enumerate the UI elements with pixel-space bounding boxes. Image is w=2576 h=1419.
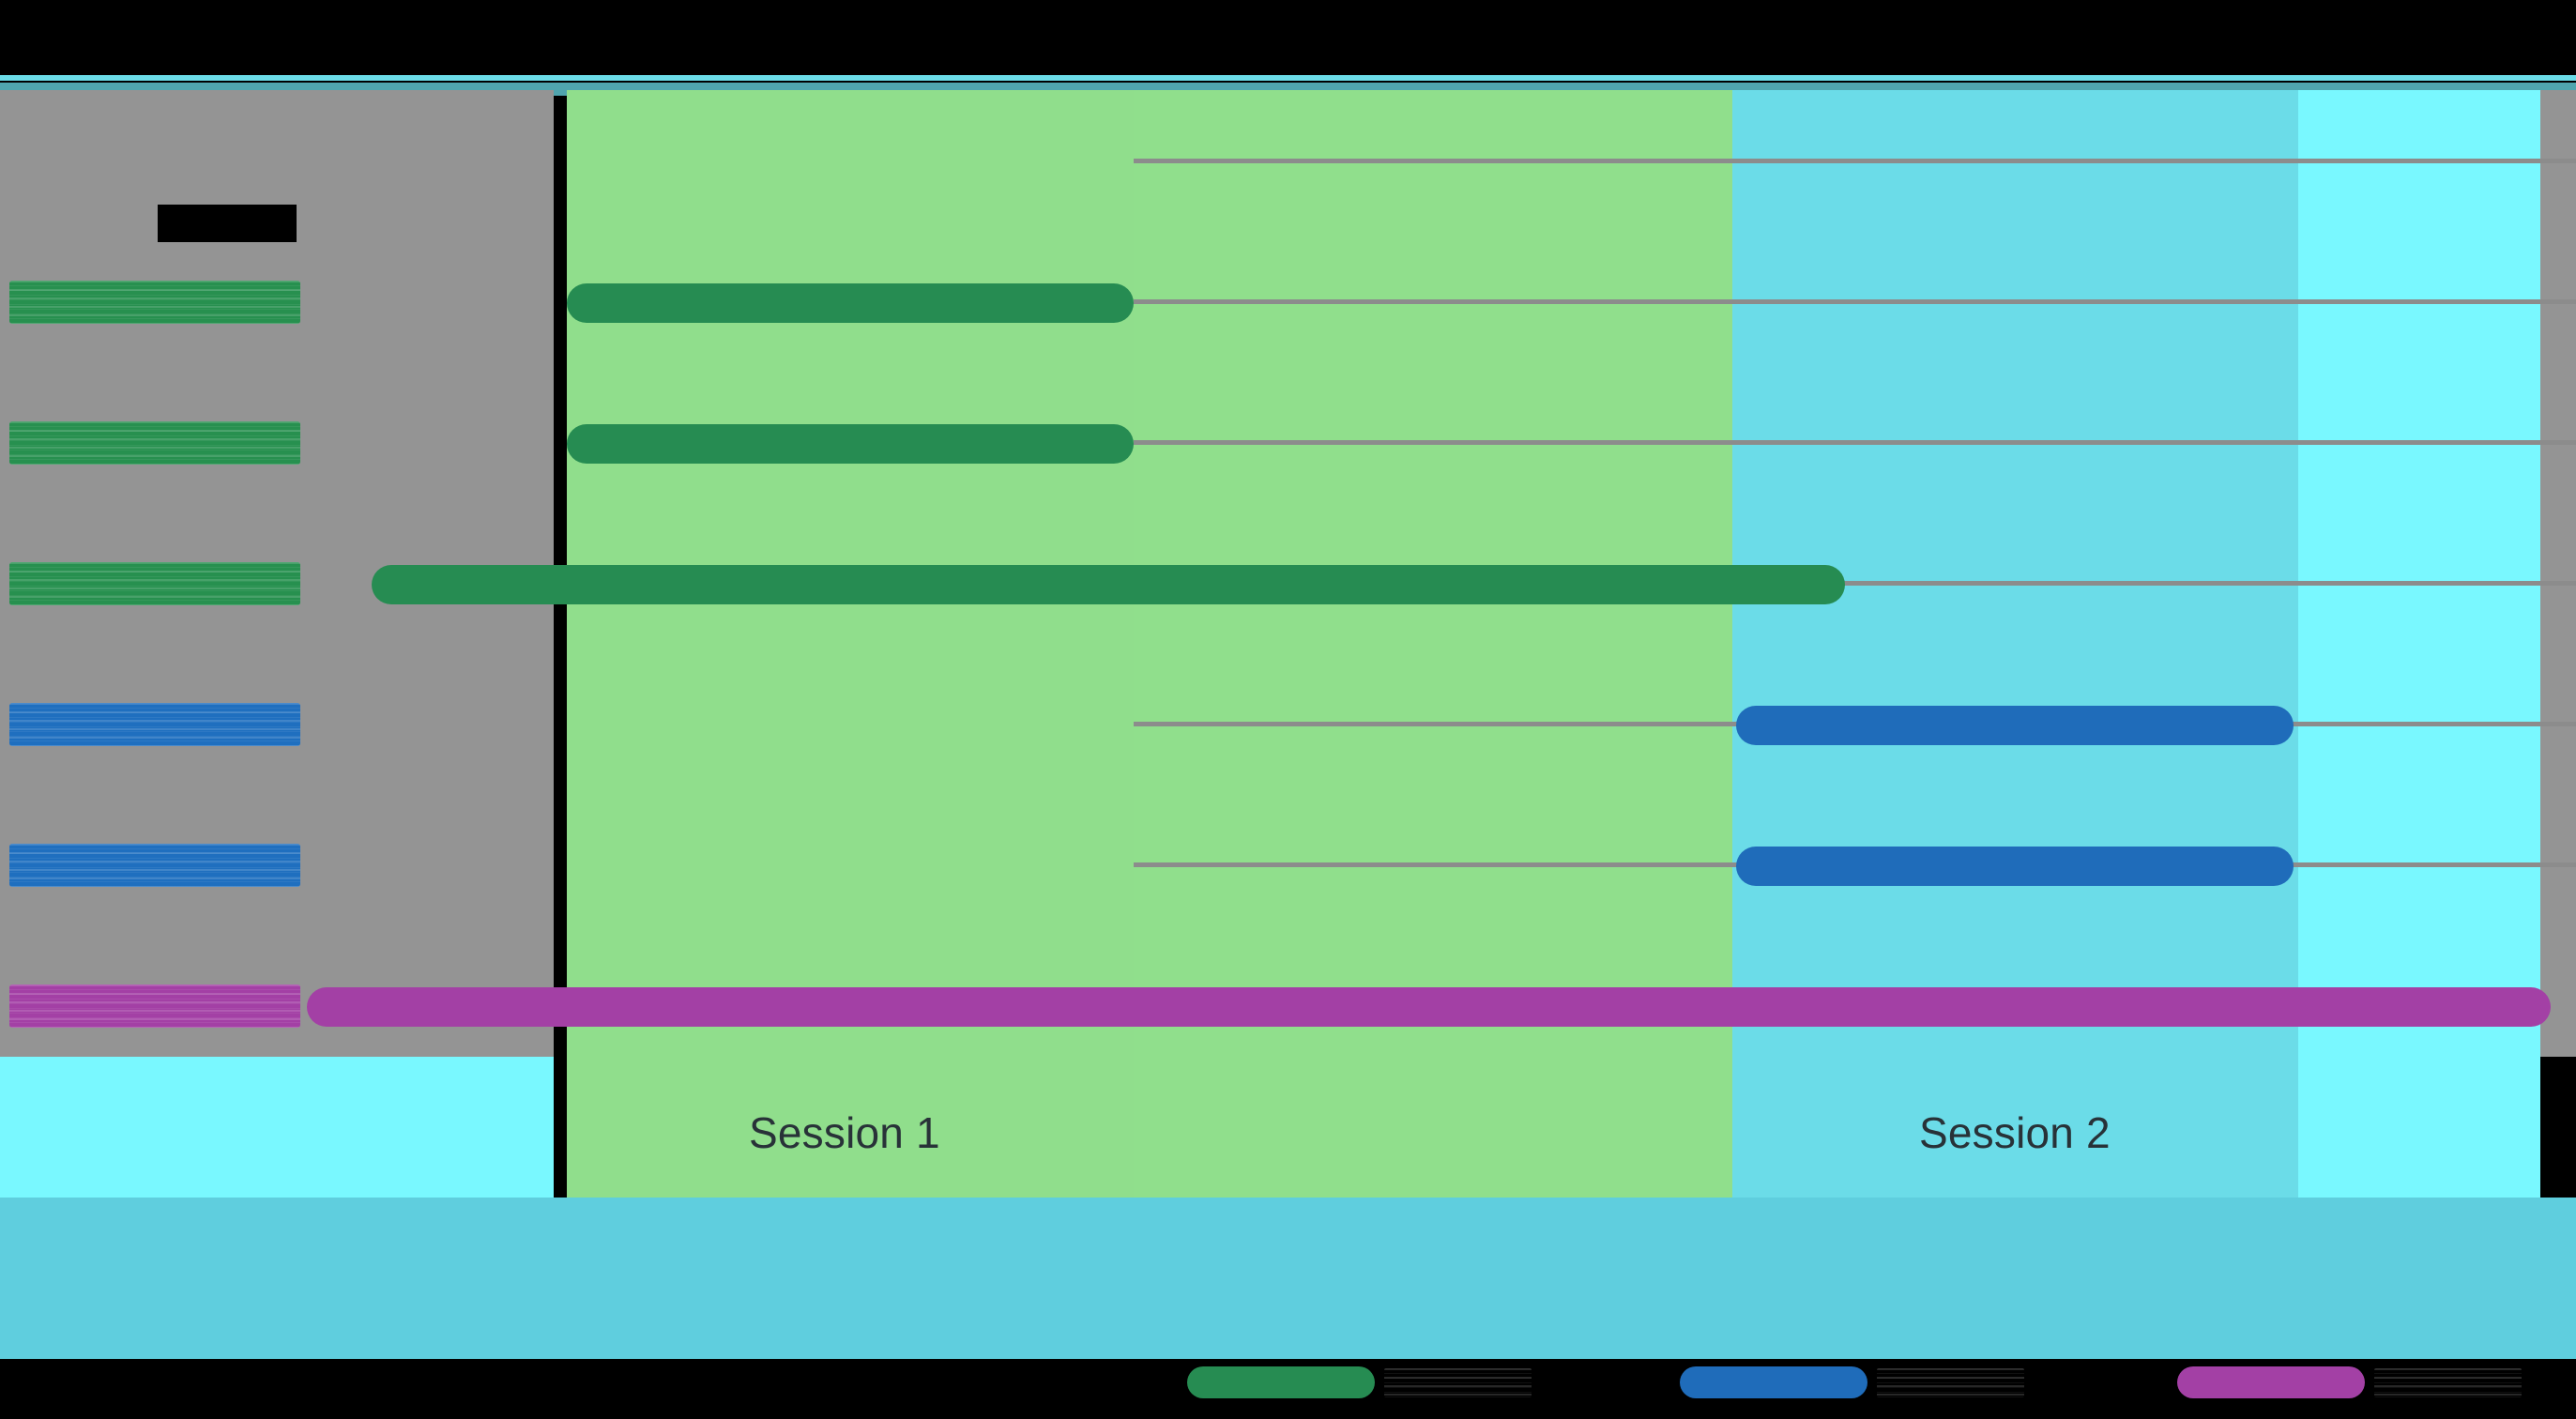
gantt-bar-2[interactable] [567,424,1134,464]
session-band-1-label: Session 1 [749,1108,940,1157]
table-row[interactable]: [REDACTED] [0,935,2576,1076]
row-label-2: [REDACTED] [9,421,300,465]
table-row[interactable]: [REDACTED] [0,512,2576,653]
legend: [REDACTED] [REDACTED] [REDACTED] [0,1359,2576,1419]
table-row[interactable]: [REDACTED] [0,372,2576,512]
legend-swatch-icon [1680,1366,1867,1398]
table-row[interactable]: [REDACTED] [0,653,2576,794]
row-label-5: [REDACTED] [9,844,300,887]
legend-swatch-icon [2177,1366,2365,1398]
legend-label: [REDACTED] [1384,1368,1532,1397]
row-baseline [1134,299,2576,304]
bottom-panel [0,1198,2576,1385]
gantt-bar-4[interactable] [1736,706,2294,745]
row-label-1: [REDACTED] [9,281,300,324]
row-label-gutter-footer [0,1057,554,1198]
page-title: [REDACTED] [158,205,249,221]
plot-area: [REDACTED] [REDACTED] [REDACTED] [R [0,90,2576,1198]
gantt-bar-6[interactable] [307,987,2551,1027]
legend-label: [REDACTED] [2374,1368,2523,1397]
gantt-bar-3[interactable] [372,565,1845,604]
table-row[interactable]: [REDACTED] [0,231,2576,372]
table-row [0,90,2576,231]
row-baseline [1134,159,2576,163]
session-band-2-label: Session 2 [1919,1108,2111,1157]
gantt-bar-1[interactable] [567,283,1134,323]
plot-right-margin [2540,90,2576,1057]
chart-title-redacted: [REDACTED] [158,205,297,242]
top-accent-strip [0,75,2576,81]
row-label-4: [REDACTED] [9,703,300,746]
legend-swatch-icon [1187,1366,1375,1398]
row-baseline [1134,440,2576,445]
row-label-3: [REDACTED] [9,562,300,605]
legend-label: [REDACTED] [1877,1368,2025,1397]
table-row[interactable]: [REDACTED] [0,794,2576,935]
row-label-6: [REDACTED] [9,984,300,1028]
gantt-bar-5[interactable] [1736,847,2294,886]
